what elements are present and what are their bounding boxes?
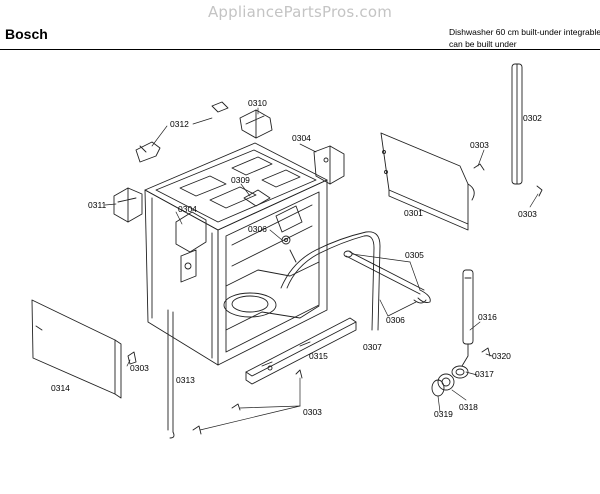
part-label-0302: 0302 bbox=[523, 113, 542, 123]
part-label-0311: 0311 bbox=[88, 200, 107, 210]
part-label-0315: 0315 bbox=[309, 351, 328, 361]
bracket-0310 bbox=[211, 101, 273, 139]
part-label-0307: 0307 bbox=[363, 342, 382, 352]
part-label-0314: 0314 bbox=[51, 383, 70, 393]
part-label-0305: 0305 bbox=[405, 250, 424, 260]
part-label-0310: 0310 bbox=[248, 98, 267, 108]
part-label-0303: 0303 bbox=[130, 363, 149, 373]
part-label-0319: 0319 bbox=[434, 409, 453, 419]
part-label-0317: 0317 bbox=[475, 369, 494, 379]
dishwasher-tub bbox=[144, 142, 328, 366]
part-labels: 0302 0303 0303 0301 0304 0304 0310 0312 … bbox=[51, 98, 542, 419]
model-description-line2: can be built under bbox=[449, 39, 517, 49]
part-label-0312: 0312 bbox=[170, 119, 189, 129]
part-label-0301: 0301 bbox=[404, 208, 423, 218]
bracket-0304-right bbox=[313, 145, 345, 185]
front-bottom-trim bbox=[245, 317, 357, 385]
strut-assembly-0305 bbox=[343, 250, 431, 304]
bracket-0312 bbox=[135, 141, 161, 163]
part-label-0303: 0303 bbox=[518, 209, 537, 219]
side-panel-0301 bbox=[380, 132, 475, 231]
part-label-0320: 0320 bbox=[492, 351, 511, 361]
vertical-strip-0302 bbox=[511, 63, 523, 185]
part-label-0316: 0316 bbox=[478, 312, 497, 322]
part-label-0318: 0318 bbox=[459, 402, 478, 412]
part-label-0303: 0303 bbox=[470, 140, 489, 150]
model-description-line1: Dishwasher 60 cm built-under integrable bbox=[449, 27, 600, 37]
part-label-0313: 0313 bbox=[176, 375, 195, 385]
front-panel-0314 bbox=[31, 299, 122, 399]
brand-title: Bosch bbox=[5, 26, 48, 42]
side-seal-strips bbox=[167, 231, 381, 439]
bracket-0311 bbox=[113, 187, 143, 223]
part-label-0303: 0303 bbox=[303, 407, 322, 417]
header-rule bbox=[0, 49, 600, 50]
part-label-0309: 0309 bbox=[231, 175, 250, 185]
part-label-0304: 0304 bbox=[178, 204, 197, 214]
watermark: AppliancePartsPros.com bbox=[207, 3, 393, 21]
leader-lines bbox=[104, 107, 539, 431]
part-label-0306: 0306 bbox=[386, 315, 405, 325]
part-label-0308: 0306 bbox=[248, 224, 267, 234]
part-label-0304: 0304 bbox=[292, 133, 311, 143]
